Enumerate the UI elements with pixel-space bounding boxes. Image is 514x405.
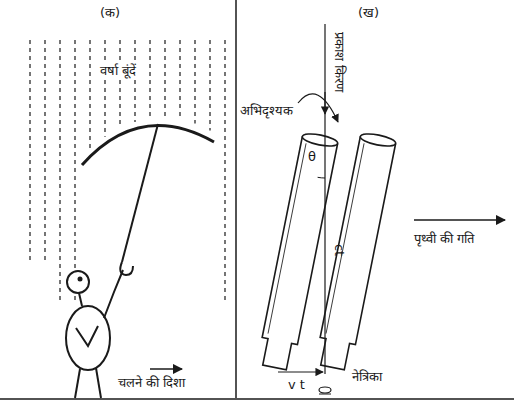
eye-symbol [319,387,331,393]
rain-drop [89,40,90,148]
label: v t [288,378,305,393]
rain-drop [59,40,60,300]
person-arm [104,270,123,318]
callout-arrow [298,94,338,122]
rain-drop [194,40,195,124]
rain-drop [179,40,180,119]
rain-drop [134,40,135,122]
objective-lens [359,132,396,149]
label: अभिदृश्यक [240,104,293,119]
rain-drop [224,40,225,300]
label: पृथ्वी की गति [414,232,474,247]
tube-body [315,136,396,371]
label: (ख) [358,6,379,21]
ray-arrow [324,92,325,114]
walk-arrow [150,368,182,370]
telescopes [257,132,397,371]
person-eye [78,277,83,282]
rain-drop [149,40,150,118]
rain-drops [30,40,225,300]
ground-line [0,398,514,400]
umbrella-stick [122,124,158,262]
person-head [67,271,89,293]
label: प्रकाश किरण [332,32,347,92]
person-leg [96,368,101,398]
label: नेत्रिका [352,370,382,385]
label: (क) [100,6,120,21]
displacement-arrow [278,371,323,372]
objective-lens [301,132,338,149]
angle-arc [318,177,325,179]
rain-drop [44,40,45,262]
tube-shade [268,143,306,333]
rain-drop [164,40,165,118]
rain-drop [29,40,30,262]
label: वर्षा बूंदें [98,64,138,79]
tube-shade [326,143,364,333]
person-leg [75,369,80,398]
rain-drop [209,40,210,131]
label: θ [308,150,316,165]
panel-divider [235,0,237,398]
rain-drop [74,40,75,300]
person-neck [79,293,82,306]
person-arm [76,326,98,346]
eye-symbol [319,394,331,395]
person-body [66,306,110,370]
telescope-tube [315,132,397,371]
rain-drop [119,40,120,128]
label: चलने की दिशा [118,376,185,391]
rain-drop [104,40,105,137]
label: ct [332,244,347,256]
motion-arrow [414,219,505,221]
